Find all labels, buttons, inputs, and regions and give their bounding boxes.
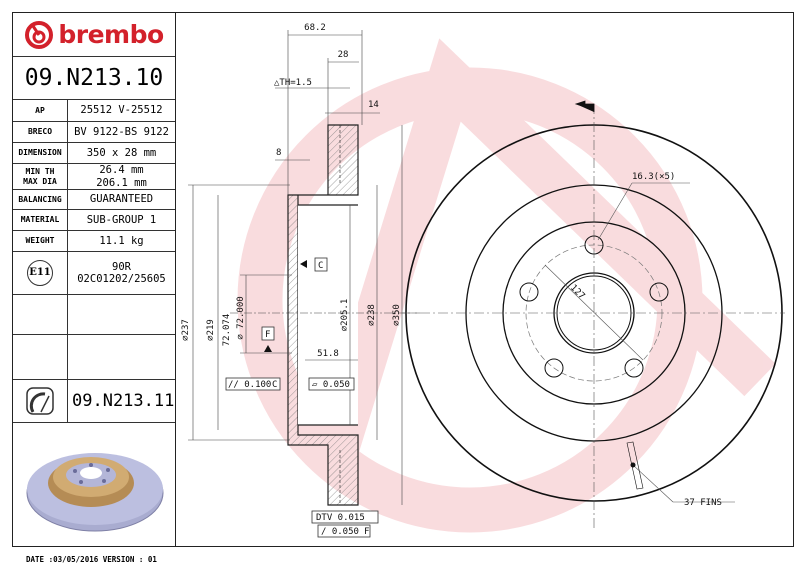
homologation-badge-cell: E11: [13, 252, 68, 294]
spec-row: WEIGHT 11.1 kg: [13, 231, 175, 252]
dim-overall: 68.2: [304, 23, 326, 33]
dtv: DTV 0.015: [316, 513, 365, 523]
dia-219: ⌀219: [206, 319, 216, 341]
kit-cell: [13, 380, 68, 422]
part-number: 09.N213.10: [13, 57, 175, 100]
disc-section: [287, 124, 359, 506]
spec-row: MATERIAL SUB-GROUP 1: [13, 210, 175, 231]
disc-front: [402, 104, 785, 530]
disc-3d-render: [26, 453, 164, 532]
tol-flat: ▱ 0.050: [312, 380, 350, 390]
spec-row: BALANCING GUARANTEED: [13, 190, 175, 210]
section-arrow-icon: [574, 100, 595, 112]
spec-value: 11.1 kg: [99, 234, 144, 247]
dia-237: ⌀237: [181, 319, 191, 341]
dia-238: ⌀238: [367, 304, 377, 326]
tol-parallel-ref: C: [272, 380, 277, 390]
spec-row: AP 25512 V-25512: [13, 100, 175, 122]
dtv-box: [311, 510, 379, 524]
spec-value: GUARANTEED: [89, 193, 154, 205]
drawing-frame: [12, 12, 794, 547]
datum-c-arrow-icon: [300, 260, 307, 268]
dia-bore-max: 72.074: [222, 314, 232, 347]
datum-f-box: [261, 326, 275, 341]
datum-c-box: [314, 257, 328, 272]
runout-box: [317, 524, 371, 538]
runout-ref: F: [364, 527, 369, 537]
runout: / 0.050: [321, 527, 359, 537]
datum-f-triangle-icon: [264, 345, 272, 352]
spec-value: 350 x 28 mm: [86, 146, 157, 159]
spec-row: DIMENSION 350 x 28 mm: [13, 143, 175, 164]
date-version: DATE :03/05/2016 VERSION : 01: [26, 555, 157, 564]
spec-value: BV 9122-BS 9122: [74, 125, 169, 138]
spec-value: SUB-GROUP 1: [86, 213, 157, 226]
brand-name: brembo: [58, 20, 164, 49]
bolt-hole-label: 16.3(×5): [632, 172, 675, 182]
homologation-line1: 90R: [112, 260, 131, 273]
brand-logo: brembo: [13, 13, 175, 57]
pcd-label: 127: [568, 283, 587, 302]
e11-badge: E11: [27, 260, 53, 286]
spec-value-min-th: 26.4 mm: [99, 164, 144, 176]
spec-key-max-dia: MAX DIA: [23, 176, 57, 186]
dia-bore-min: ⌀ 72.000: [236, 296, 246, 339]
brembo-logo-icon: [25, 20, 54, 49]
spec-key-min-th: MIN TH: [25, 166, 55, 176]
tol-parallel-box: [225, 377, 281, 391]
empty-row: [13, 295, 175, 335]
spec-value: 25512 V-25512: [80, 104, 163, 116]
delta-th: △TH=1.5: [274, 78, 312, 88]
dia-205: ⌀205.1: [340, 299, 350, 332]
spec-value-max-dia: 206.1 mm: [96, 176, 147, 189]
empty-cell: [13, 335, 68, 379]
dim-8: 8: [276, 148, 281, 158]
empty-row: [13, 335, 175, 380]
disc-pad-kit-icon: [26, 387, 54, 415]
dim-51-8: 51.8: [317, 349, 339, 359]
datum-f: F: [265, 330, 270, 340]
spec-key: WEIGHT: [13, 231, 68, 251]
kit-part-number: 09.N213.11: [72, 391, 175, 411]
tol-parallel: // 0.100: [228, 380, 271, 390]
fins-label: 37 FINS: [684, 498, 722, 508]
empty-cell: [13, 295, 68, 334]
homologation-line2: 02C01202/25605: [77, 273, 166, 285]
dia-350: ⌀350: [392, 304, 402, 326]
spec-key: DIMENSION: [13, 143, 68, 163]
dim-thickness: 28: [338, 50, 349, 60]
spec-row: BRECO BV 9122-BS 9122: [13, 122, 175, 143]
kit-row: 09.N213.11: [13, 380, 175, 423]
fin-marker-icon: [630, 462, 636, 468]
spec-key: MATERIAL: [13, 210, 68, 230]
spec-key: BRECO: [13, 122, 68, 142]
dim-14: 14: [368, 100, 379, 110]
datum-c: C: [318, 261, 323, 271]
tol-flat-box: [308, 377, 355, 391]
spec-key: BALANCING: [13, 190, 68, 209]
spec-key: AP: [13, 100, 68, 121]
